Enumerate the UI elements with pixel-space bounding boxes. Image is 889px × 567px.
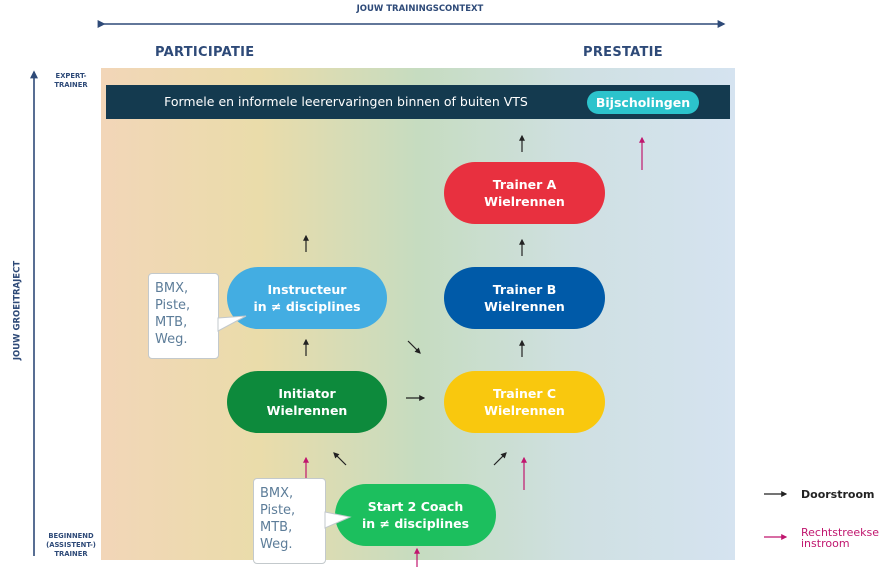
start2coach-node[interactable]: Start 2 Coach in ≠ disciplines (335, 484, 496, 546)
trainer-c-node[interactable]: Trainer C Wielrennen (444, 371, 605, 433)
expert-label-line2: TRAINER (54, 81, 88, 89)
initiator-node[interactable]: Initiator Wielrennen (227, 371, 387, 433)
discipline-bubble-top: BMX, Piste, MTB, Weg. (148, 273, 219, 359)
initiator-subtitle: Wielrennen (266, 403, 348, 418)
legend-instroom-line1: Rechtstreekse (801, 526, 879, 539)
bubble-bottom-item: Piste, (260, 503, 296, 518)
arrow-instructeur-to-c (407, 340, 421, 354)
trainer-b-node[interactable]: Trainer B Wielrennen (444, 267, 605, 329)
beginnend-label-line2: (ASSISTENT-) (46, 541, 96, 549)
bubble-bottom-item: Weg. (260, 537, 293, 552)
beginnend-label-line1: BEGINNEND (48, 532, 94, 540)
expert-trainer-label: EXPERT- TRAINER (44, 72, 98, 90)
bubble-bottom-item: MTB, (260, 520, 293, 535)
instructeur-node[interactable]: Instructeur in ≠ disciplines (227, 267, 387, 329)
trainer-a-title: Trainer A (492, 177, 557, 192)
banner-text: Formele en informele leerervaringen binn… (164, 94, 528, 109)
arrow-s2c-to-initiator (333, 452, 347, 466)
bubble-top-item: MTB, (155, 315, 188, 330)
instructeur-title: Instructeur (267, 282, 347, 297)
participatie-label: PARTICIPATIE (155, 45, 255, 60)
initiator-title: Initiator (278, 386, 336, 401)
trainer-b-title: Trainer B (492, 282, 557, 297)
bubble-top-tail (217, 315, 247, 332)
bubble-top-item: Weg. (155, 332, 188, 347)
trainer-a-node[interactable]: Trainer A Wielrennen (444, 162, 605, 224)
trainer-c-subtitle: Wielrennen (484, 403, 565, 418)
trainer-c-title: Trainer C (492, 386, 557, 401)
beginnend-label-line3: TRAINER (54, 550, 88, 558)
beginnend-trainer-label: BEGINNEND (ASSISTENT-) TRAINER (40, 532, 102, 559)
trainer-b-subtitle: Wielrennen (484, 299, 565, 314)
trainer-a-subtitle: Wielrennen (484, 194, 565, 209)
context-axis-label: JOUW TRAININGSCONTEXT (356, 4, 484, 14)
start2coach-title: Start 2 Coach (367, 499, 464, 514)
bijscholingen-button[interactable]: Bijscholingen (587, 91, 699, 114)
prestatie-label: PRESTATIE (583, 45, 663, 60)
bubble-top-item: BMX, (155, 281, 189, 296)
expert-label-line1: EXPERT- (55, 72, 87, 80)
bubble-top-item: Piste, (155, 298, 191, 313)
discipline-bubble-bottom: BMX, Piste, MTB, Weg. (253, 478, 326, 564)
bubble-bottom-item: BMX, (260, 486, 294, 501)
arrow-s2c-to-c (493, 452, 507, 466)
start2coach-subtitle: in ≠ disciplines (361, 516, 470, 531)
legend-instroom-line2: instroom (801, 537, 850, 550)
legend-doorstroom-label: Doorstroom (801, 488, 875, 501)
instructeur-subtitle: in ≠ disciplines (253, 299, 361, 314)
legend-instroom-label: Rechtstreekse instroom (801, 527, 879, 549)
bubble-bottom-tail (324, 511, 352, 529)
